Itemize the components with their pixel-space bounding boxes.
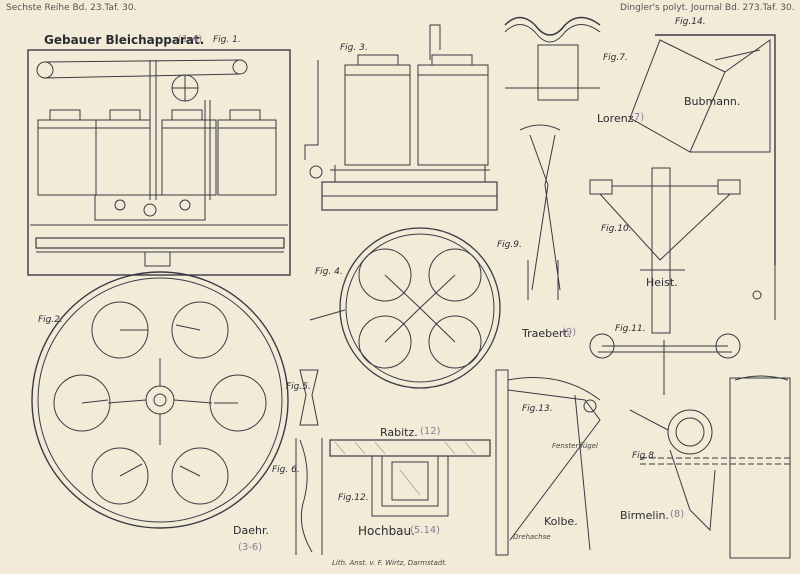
title-hochbau: Hochbau. <box>358 524 415 538</box>
title-birmelin: Birmelin. <box>620 509 669 522</box>
label-fig8: Fig.8. <box>632 451 657 461</box>
ref-dachr: (3-6) <box>238 542 263 553</box>
label-fig6: Fig. 6. <box>272 465 300 475</box>
title-bubmann: Bubmann. <box>684 95 741 108</box>
ref-gebauer: (1-4) <box>178 34 203 45</box>
label-fig10: Fig.10. <box>601 224 632 234</box>
journal-label: Dingler's polyt. Journal Bd. 273.Taf. 30… <box>620 3 795 13</box>
label-fig14: Fig.14. <box>675 17 706 27</box>
ref-rabitz: (12) <box>420 426 441 437</box>
plate-series-label: Sechste Reihe Bd. 23.Taf. 30. <box>6 3 137 13</box>
label-fig13: Fig.13. <box>522 404 553 414</box>
label-fig2: Fig.2. <box>38 315 63 325</box>
title-heist: Heist. <box>646 276 678 289</box>
label-drehachse: Drehachse <box>513 533 551 541</box>
title-dachr: Daehr. <box>233 524 269 537</box>
label-fig7: Fig.7. <box>603 53 628 63</box>
lithographer-credit: Lith. Anst. v. F. Wirtz, Darmstadt. <box>332 559 448 567</box>
ref-lorenz: (7) <box>630 112 645 123</box>
ref-birmelin: (8) <box>670 509 685 520</box>
label-fig5: Fig.5. <box>286 382 311 392</box>
title-kolbe: Kolbe. <box>544 515 578 528</box>
label-fig9: Fig.9. <box>497 240 522 250</box>
label-fig4: Fig. 4. <box>315 267 343 277</box>
label-fig1: Fig. 1. <box>213 35 241 45</box>
ref-hochbau: (5.14) <box>410 525 441 536</box>
label-fig12: Fig.12. <box>338 493 369 503</box>
label-fensterflugel: Fensterflügel <box>552 442 598 450</box>
title-gebauer: Gebauer Bleichapparat. <box>44 33 205 47</box>
title-lorenz: Lorenz. <box>597 112 637 125</box>
ref-traebert: (9) <box>562 327 577 338</box>
title-rabitz: Rabitz. <box>380 426 418 439</box>
label-fig11: Fig.11. <box>615 324 646 334</box>
label-fig3: Fig. 3. <box>340 43 368 53</box>
title-traebert: Traebert. <box>522 327 572 340</box>
